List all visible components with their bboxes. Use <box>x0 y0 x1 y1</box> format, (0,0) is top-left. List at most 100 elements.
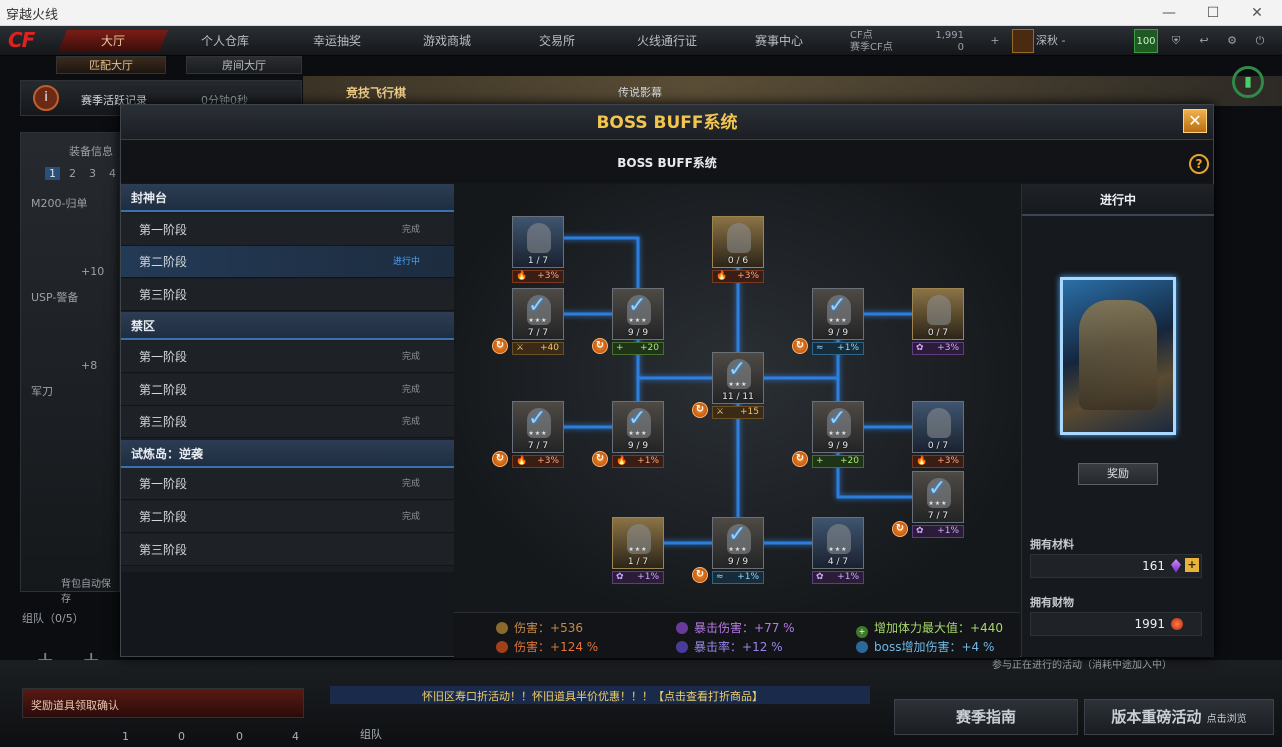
refresh-icon[interactable]: ↻ <box>592 338 608 354</box>
skill-node[interactable]: ✓★★★7 / 7 <box>512 288 564 340</box>
node-progress: 9 / 9 <box>727 557 749 567</box>
refresh-icon[interactable]: ↻ <box>492 451 508 467</box>
skill-node[interactable]: ✓★★★9 / 9 <box>612 401 664 453</box>
queue-hint: 参与正在进行的活动（消耗中途加入中） <box>992 660 1172 671</box>
stage-row[interactable]: 第一阶段完成 <box>121 468 454 500</box>
material-box: 161 + <box>1030 554 1202 578</box>
version-event-sub: 点击浏览 <box>1206 714 1247 725</box>
stage-group-fengshentai[interactable]: 封神台 <box>121 184 454 212</box>
wealth-value: 1991 <box>1134 617 1165 631</box>
node-bonus: ✿+1% <box>612 571 664 584</box>
event-banner[interactable]: 竞技飞行棋 <box>346 86 407 100</box>
stage-group-shilian[interactable]: 试炼岛：逆袭 <box>121 440 454 468</box>
season-record-label: 赛季活跃记录 <box>81 94 147 107</box>
nav-tab-exchange[interactable]: 交易所 <box>538 34 575 48</box>
stats-icon[interactable]: ▮ <box>1232 66 1264 98</box>
node-stars: ★★★ <box>828 546 848 553</box>
add-material-button[interactable]: + <box>1185 558 1199 572</box>
skill-node[interactable]: ✓★★★9 / 9 <box>612 288 664 340</box>
auto-save-label[interactable]: 背包自动保存 <box>61 579 111 605</box>
refresh-icon[interactable]: ↻ <box>492 338 508 354</box>
node-bonus: ≈+1% <box>812 342 864 355</box>
nav-tab-lobby[interactable]: 大厅 <box>58 30 168 52</box>
stage-group-jinqu[interactable]: 禁区 <box>121 312 454 340</box>
bonus-value: +1% <box>837 572 859 582</box>
legend-label[interactable]: 传说影幕 <box>618 86 662 99</box>
team-chat-tab[interactable]: 组队 <box>360 728 382 741</box>
season-time: 0分钟0秒 <box>201 94 248 107</box>
nav-tab-lottery[interactable]: 幸运抽奖 <box>312 34 361 48</box>
weapon-name: USP-警备 <box>31 291 79 304</box>
refresh-icon[interactable]: ↻ <box>592 451 608 467</box>
lotus-icon <box>676 622 688 634</box>
bonus-value: +20 <box>640 343 659 353</box>
stage-row-active[interactable]: 第二阶段进行中 <box>121 246 454 278</box>
refresh-icon[interactable]: ↻ <box>692 567 708 583</box>
skill-node[interactable]: ✓★★★11 / 11 <box>712 352 764 404</box>
version-event-button[interactable]: 版本重磅活动 点击浏览 <box>1084 699 1274 735</box>
weapon-slot-4[interactable]: 4 <box>109 167 116 180</box>
checkmark-icon: ✓ <box>728 357 747 382</box>
material-value: 161 <box>1142 559 1165 573</box>
stage-row[interactable]: 第一阶段完成 <box>121 341 454 373</box>
bonus-icon: ≈ <box>716 572 724 582</box>
weapon-slot-2[interactable]: 2 <box>69 167 76 180</box>
add-currency-icon[interactable]: + <box>990 34 1000 47</box>
skill-node[interactable]: ★★★4 / 7 <box>812 517 864 569</box>
stage-row[interactable]: 第三阶段 <box>121 279 454 311</box>
window-close-icon[interactable]: ✕ <box>1251 5 1263 21</box>
skill-node[interactable]: ★★★1 / 7 <box>612 517 664 569</box>
nav-tab-warehouse[interactable]: 个人仓库 <box>200 34 249 48</box>
reward-button[interactable]: 奖励 <box>1078 463 1158 485</box>
bonus-icon: 🔥 <box>716 271 728 281</box>
portrait <box>527 223 551 253</box>
stage-row[interactable]: 第三阶段完成 <box>121 406 454 438</box>
season-guide-button[interactable]: 赛季指南 <box>894 699 1078 735</box>
maximize-icon[interactable]: ☐ <box>1206 5 1220 21</box>
skill-node[interactable]: 0 / 7 <box>912 401 964 453</box>
stage-status: 完成 <box>401 352 420 362</box>
skill-node[interactable]: 1 / 7 <box>512 216 564 268</box>
node-bonus: 🔥+3% <box>512 270 564 283</box>
node-progress: 1 / 7 <box>627 557 649 567</box>
claim-confirm-button[interactable]: 奖励道具领取确认 <box>22 688 304 718</box>
node-stars: ★★★ <box>828 317 848 324</box>
skill-node[interactable]: ✓★★★7 / 7 <box>512 401 564 453</box>
refresh-icon[interactable]: ↻ <box>692 402 708 418</box>
subtab-match-lobby[interactable]: 匹配大厅 <box>56 56 166 74</box>
equip-info-label: 装备信息 <box>69 145 113 158</box>
ticker-bar[interactable]: 怀旧区寿口折活动！！怀旧道具半价优惠！！！【点击查看打折商品】 <box>330 686 870 704</box>
node-progress: 1 / 7 <box>527 256 549 266</box>
help-button[interactable]: ? <box>1189 154 1209 174</box>
back-icon[interactable]: ↩ <box>1199 34 1209 47</box>
checkmark-icon: ✓ <box>928 476 947 501</box>
nav-tab-events[interactable]: 赛事中心 <box>754 34 803 48</box>
skill-node[interactable]: ✓★★★7 / 7 <box>912 471 964 523</box>
power-icon[interactable]: ⏻ <box>1255 34 1265 47</box>
refresh-icon[interactable]: ↻ <box>892 521 908 537</box>
skill-node[interactable]: ✓★★★9 / 9 <box>712 517 764 569</box>
skill-node[interactable]: ✓★★★9 / 9 <box>812 288 864 340</box>
stage-label: 第二阶段 <box>139 510 188 524</box>
weapon-slot-3[interactable]: 3 <box>89 167 96 180</box>
weapon-slot-1[interactable]: 1 <box>45 167 60 180</box>
refresh-icon[interactable]: ↻ <box>792 451 808 467</box>
nav-tab-pass[interactable]: 火线通行证 <box>636 34 697 48</box>
refresh-icon[interactable]: ↻ <box>792 338 808 354</box>
shield-icon[interactable]: ⛨ <box>1171 34 1181 47</box>
game-top-nav: CF 大厅 个人仓库 幸运抽奖 游戏商城 交易所 火线通行证 赛事中心 <box>0 26 1282 56</box>
close-button[interactable]: ✕ <box>1183 109 1207 133</box>
minimize-icon[interactable]: — <box>1162 5 1176 21</box>
skill-node[interactable]: 0 / 6 <box>712 216 764 268</box>
skill-node[interactable]: 0 / 7 <box>912 288 964 340</box>
stage-row[interactable]: 第二阶段完成 <box>121 501 454 533</box>
skill-node[interactable]: ✓★★★9 / 9 <box>812 401 864 453</box>
subtab-room-lobby[interactable]: 房间大厅 <box>186 56 302 74</box>
stage-row[interactable]: 第三阶段 <box>121 534 454 566</box>
stage-row[interactable]: 第二阶段完成 <box>121 374 454 406</box>
gem-icon <box>1171 559 1181 573</box>
nav-tab-shop[interactable]: 游戏商城 <box>422 34 471 48</box>
gear-icon[interactable]: ⚙ <box>1227 34 1237 47</box>
bonus-value: +1% <box>937 526 959 536</box>
stage-row[interactable]: 第一阶段完成 <box>121 214 454 246</box>
